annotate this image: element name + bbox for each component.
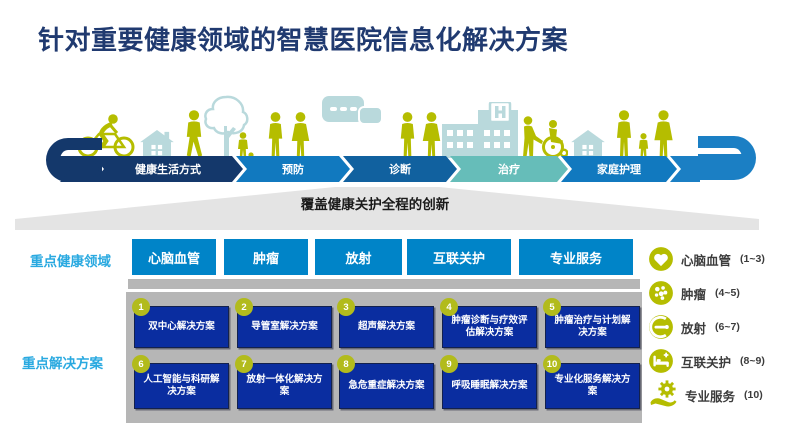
patient-bed-icon: [649, 349, 673, 373]
stage-home-care: 家庭护理: [561, 156, 677, 182]
stage-label: 预防: [282, 164, 304, 176]
areas-section-label: 重点健康领域: [30, 254, 111, 269]
timeline-bar: 健康生活方式 预防 诊断 治疗 家庭护理: [60, 156, 700, 182]
legend-label: 放射: [681, 321, 707, 336]
timeline-stub: [60, 156, 100, 182]
solution-box-8: 8 急危重症解决方案: [337, 355, 434, 409]
legend-range: (10): [744, 389, 763, 401]
solution-label: 放射一体化解决方案: [246, 374, 323, 397]
father-icon: [616, 110, 632, 158]
legend-item-professional-services: 专业服务 (10): [648, 380, 790, 408]
solution-number-badge: 10: [543, 355, 561, 373]
solution-label: 超声解决方案: [357, 321, 415, 333]
innovation-banner-label: 覆盖健康关护全程的创新: [300, 197, 450, 212]
area-oncology: 肿瘤: [224, 239, 308, 275]
legend-range: (6~7): [715, 321, 740, 333]
legend-range: (8~9): [740, 355, 765, 367]
man-icon: [400, 112, 415, 158]
legend-range: (1~3): [740, 253, 765, 265]
legend-label: 专业服务: [685, 389, 736, 404]
tumor-cell-icon: [649, 281, 673, 305]
stage-healthy-living: 健康生活方式: [93, 156, 243, 182]
mother-icon: [654, 110, 673, 158]
page-title: 针对重要健康领域的智慧医院信息化解决方案: [38, 25, 569, 55]
panel-top-bar: [128, 279, 640, 289]
stage-diagnosis: 诊断: [343, 156, 457, 182]
legend-item-cardiovascular: 心脑血管 (1~3): [648, 246, 790, 272]
stage-label: 治疗: [498, 164, 520, 176]
walking-person-icon: [186, 110, 203, 157]
woman-icon: [422, 112, 441, 158]
solution-number-badge: 2: [235, 298, 253, 316]
solution-label: 呼吸睡眠解决方案: [451, 380, 528, 392]
chat-bubble-icon: [322, 96, 382, 125]
solution-number-badge: 4: [440, 298, 458, 316]
solution-box-1: 1 双中心解决方案: [132, 298, 229, 348]
solution-label: 肿瘤治疗与计划解决方案: [554, 315, 631, 338]
solution-box-9: 9 呼吸睡眠解决方案: [440, 355, 537, 409]
legend-item-radiology: 放射 (6~7): [648, 314, 790, 340]
legend-range: (4~5): [715, 287, 740, 299]
man-icon: [268, 112, 283, 158]
solution-label: 专业化服务解决方案: [554, 374, 631, 397]
house-icon: [571, 130, 605, 158]
solution-number-badge: 8: [337, 355, 355, 373]
solution-number-badge: 6: [132, 355, 150, 373]
stage-label: 诊断: [389, 164, 411, 176]
solution-number-badge: 9: [440, 355, 458, 373]
heart-icon: [649, 247, 673, 271]
solution-label: 双中心解决方案: [148, 321, 215, 333]
legend: 心脑血管 (1~3) 肿瘤 (4~5) 放射 (6~7): [648, 246, 790, 408]
stage-label: 家庭护理: [597, 164, 641, 176]
solution-label: 导管室解决方案: [251, 321, 318, 333]
solution-label: 急危重症解决方案: [348, 380, 425, 392]
radiology-scanner-icon: [649, 315, 673, 339]
area-connected-care: 互联关护: [407, 239, 511, 275]
house-icon: [140, 130, 174, 158]
solution-number-badge: 3: [337, 298, 355, 316]
stage-label: 健康生活方式: [135, 164, 201, 176]
child-icon: [638, 133, 649, 157]
solution-number-badge: 1: [132, 298, 150, 316]
solutions-section-label: 重点解决方案: [22, 356, 103, 371]
legend-item-oncology: 肿瘤 (4~5): [648, 280, 790, 306]
woman-icon: [291, 112, 310, 158]
solution-label: 人工智能与科研解决方案: [143, 374, 220, 397]
tree-icon: [204, 95, 249, 158]
stage-prevention: 预防: [236, 156, 350, 182]
hospital-icon: [442, 102, 518, 158]
area-professional-services: 专业服务: [519, 239, 633, 275]
stage-treatment: 治疗: [450, 156, 568, 182]
care-journey-timeline: 健康生活方式 预防 诊断 治疗 家庭护理: [0, 88, 793, 188]
legend-label: 互联关护: [681, 355, 732, 370]
area-cardiovascular: 心脑血管: [132, 239, 216, 275]
solution-number-badge: 5: [543, 298, 561, 316]
child-with-ball-icon: [238, 132, 254, 158]
innovation-banner: 覆盖健康关护全程的创新: [15, 187, 759, 219]
caregiver-wheelchair-icon: [523, 116, 568, 158]
timeline-right-cap: [698, 136, 756, 180]
solution-box-2: 2 导管室解决方案: [235, 298, 332, 348]
legend-label: 心脑血管: [681, 253, 732, 268]
legend-item-connected-care: 互联关护 (8~9): [648, 348, 790, 374]
hand-gear-icon: [650, 380, 677, 407]
legend-label: 肿瘤: [681, 287, 707, 302]
solution-label: 肿瘤诊断与疗效评估解决方案: [451, 315, 528, 338]
banner-base-bar: [15, 219, 759, 230]
solution-number-badge: 7: [235, 355, 253, 373]
area-radiology: 放射: [315, 239, 402, 275]
